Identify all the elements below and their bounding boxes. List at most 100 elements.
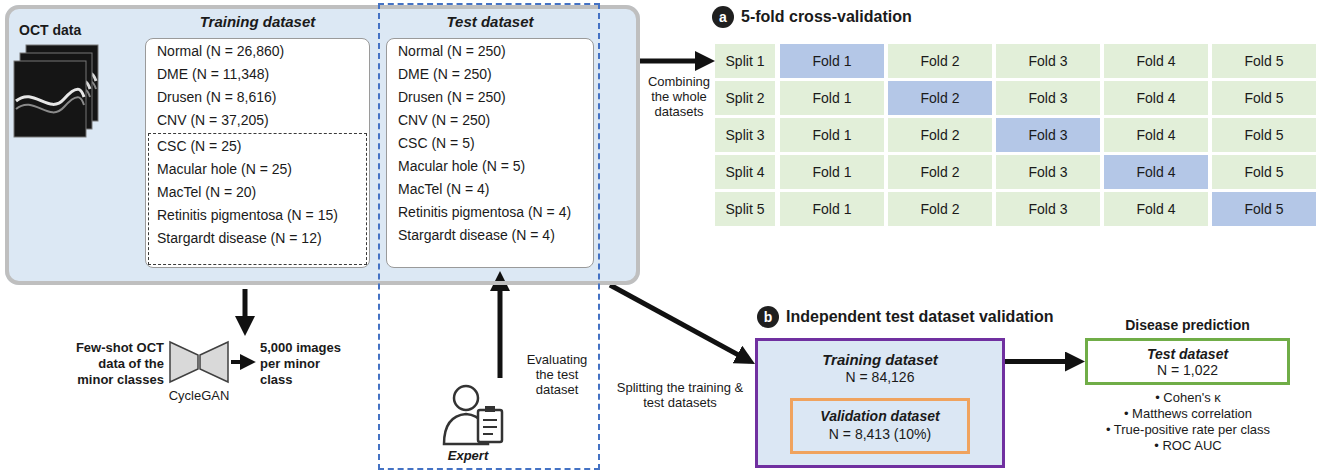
- box-text: Macular hole (N = 25): [149, 158, 366, 181]
- fold-cell: Fold 5: [1212, 44, 1316, 78]
- fold-cell: Fold 3: [996, 118, 1100, 152]
- box-text: DME (N = 250): [387, 63, 593, 86]
- metric-item: • ROC AUC: [1088, 438, 1288, 454]
- panel-title: 5-fold cross-validation: [741, 7, 912, 26]
- panel-letter: b: [757, 306, 779, 328]
- box-text: CSC (N = 25): [149, 135, 366, 158]
- box-text: Training dataset: [758, 351, 1002, 368]
- box-text: Validation dataset: [793, 408, 967, 424]
- box-text: Fold 5: [1212, 81, 1316, 115]
- flow-arrow: [243, 289, 248, 330]
- box-text: Stargardt disease (N = 4): [387, 224, 593, 247]
- flow-arrow: [1005, 359, 1079, 364]
- oct-image-stack: [14, 45, 98, 137]
- box-text: Fold 2: [888, 155, 992, 189]
- fold-cell: Fold 5: [1212, 118, 1316, 152]
- dataset-box: Training datasetNormal (N = 26,860)DME (…: [145, 38, 370, 268]
- box-text: Drusen (N = 250): [387, 86, 593, 109]
- box-text: Fold 4: [1104, 118, 1208, 152]
- box-text: Fold 4: [1104, 44, 1208, 78]
- box-text: Fold 3: [996, 155, 1100, 189]
- fold-cell: Fold 1: [780, 118, 884, 152]
- box-text: Stargardt disease (N = 12): [149, 227, 366, 250]
- box-text: Split 3: [715, 118, 775, 152]
- box-text: Fold 5: [1212, 192, 1316, 226]
- box-text: DME (N = 11,348): [146, 63, 369, 86]
- box-text: Test dataset: [1088, 346, 1287, 362]
- box-text: Fold 5: [1212, 118, 1316, 152]
- metric-item: • True-positive rate per class: [1088, 422, 1288, 438]
- box-text: Fold 4: [1104, 155, 1208, 189]
- box-text: Expert: [430, 448, 506, 463]
- box-text: OCT data: [19, 22, 81, 38]
- box-text: CNV (N = 37,205): [146, 109, 369, 132]
- metric-item: • Cohen's κ: [1088, 390, 1288, 406]
- edge-label: Combining the whole datasets: [643, 74, 715, 119]
- box-text: N = 8,413 (10%): [793, 426, 967, 442]
- box-text: CNV (N = 250): [387, 109, 593, 132]
- box-text: Fold 3: [996, 192, 1100, 226]
- fold-cell: Fold 2: [888, 44, 992, 78]
- box-text: Fold 1: [780, 118, 884, 152]
- minor-class-box: CSC (N = 25)Macular hole (N = 25)MacTel …: [148, 133, 367, 265]
- split-cell: Split 1: [715, 44, 775, 78]
- fold-cell: Fold 2: [888, 81, 992, 115]
- fold-cell: Fold 5: [1212, 155, 1316, 189]
- panel-ground: [5, 5, 640, 285]
- box-text: Fold 4: [1104, 192, 1208, 226]
- fold-cell: Fold 3: [996, 81, 1100, 115]
- test-region: Evaluating the test datasetExpert Test da…: [378, 3, 600, 470]
- box-text: Drusen (N = 8,616): [146, 86, 369, 109]
- split-cell: Split 5: [715, 192, 775, 226]
- fold-cell: Fold 4: [1104, 155, 1208, 189]
- box-text: Fold 2: [888, 81, 992, 115]
- box-text: Split 2: [715, 81, 775, 115]
- fold-cell: Fold 1: [780, 192, 884, 226]
- panel-title: Independent test dataset validation: [786, 307, 1054, 326]
- box-heading: Disease prediction: [1088, 317, 1287, 333]
- fold-cell: Fold 2: [888, 118, 992, 152]
- box-text: Fold 4: [1104, 81, 1208, 115]
- box-text: Fold 2: [888, 118, 992, 152]
- box-text: N = 1,022: [1088, 362, 1287, 378]
- fold-cell: Fold 4: [1104, 192, 1208, 226]
- box-text: Macular hole (N = 5): [387, 155, 593, 178]
- box-heading: Training dataset: [146, 13, 369, 30]
- box-text: Fold 1: [780, 44, 884, 78]
- fold-cell: Fold 4: [1104, 44, 1208, 78]
- flow-arrow: [498, 277, 503, 378]
- box-text: Split 5: [715, 192, 775, 226]
- box-text: Retinitis pigmentosa (N = 4): [387, 201, 593, 224]
- fold-cell: Fold 1: [780, 44, 884, 78]
- fold-cell: Fold 4: [1104, 81, 1208, 115]
- box-text: Split 1: [715, 44, 775, 78]
- fold-cell: Fold 2: [888, 192, 992, 226]
- box-text: Normal (N = 26,860): [146, 40, 369, 63]
- dataset-box: Test datasetNormal (N = 250)DME (N = 250…: [386, 38, 594, 268]
- fold-cell: Fold 1: [780, 81, 884, 115]
- cyclegan-icon: [170, 342, 228, 382]
- box-text: Split 4: [715, 155, 775, 189]
- fold-cell: Fold 3: [996, 44, 1100, 78]
- box-text: Retinitis pigmentosa (N = 15): [149, 204, 366, 227]
- box-text: Normal (N = 250): [387, 40, 593, 63]
- metric-item: • Matthews correlation: [1088, 406, 1288, 422]
- box-text: Fold 1: [780, 81, 884, 115]
- split-cell: Split 4: [715, 155, 775, 189]
- validation-box: Validation dataset N = 8,413 (10%): [790, 398, 970, 454]
- flow-arrow: [640, 59, 709, 64]
- box-text: Evaluating the test dataset: [518, 352, 596, 397]
- fold-cell: Fold 5: [1212, 192, 1316, 226]
- expert-icon: [444, 386, 502, 444]
- box-text: Fold 3: [996, 44, 1100, 78]
- fold-cell: Fold 3: [996, 155, 1100, 189]
- box-text: Fold 1: [780, 192, 884, 226]
- box-text: N = 84,126: [758, 369, 1002, 385]
- model-name: CycleGAN: [164, 388, 234, 404]
- box-text: Fold 2: [888, 44, 992, 78]
- box-text: Fold 5: [1212, 155, 1316, 189]
- split-cell: Split 2: [715, 81, 775, 115]
- fold-cell: Fold 2: [888, 155, 992, 189]
- split-cell: Split 3: [715, 118, 775, 152]
